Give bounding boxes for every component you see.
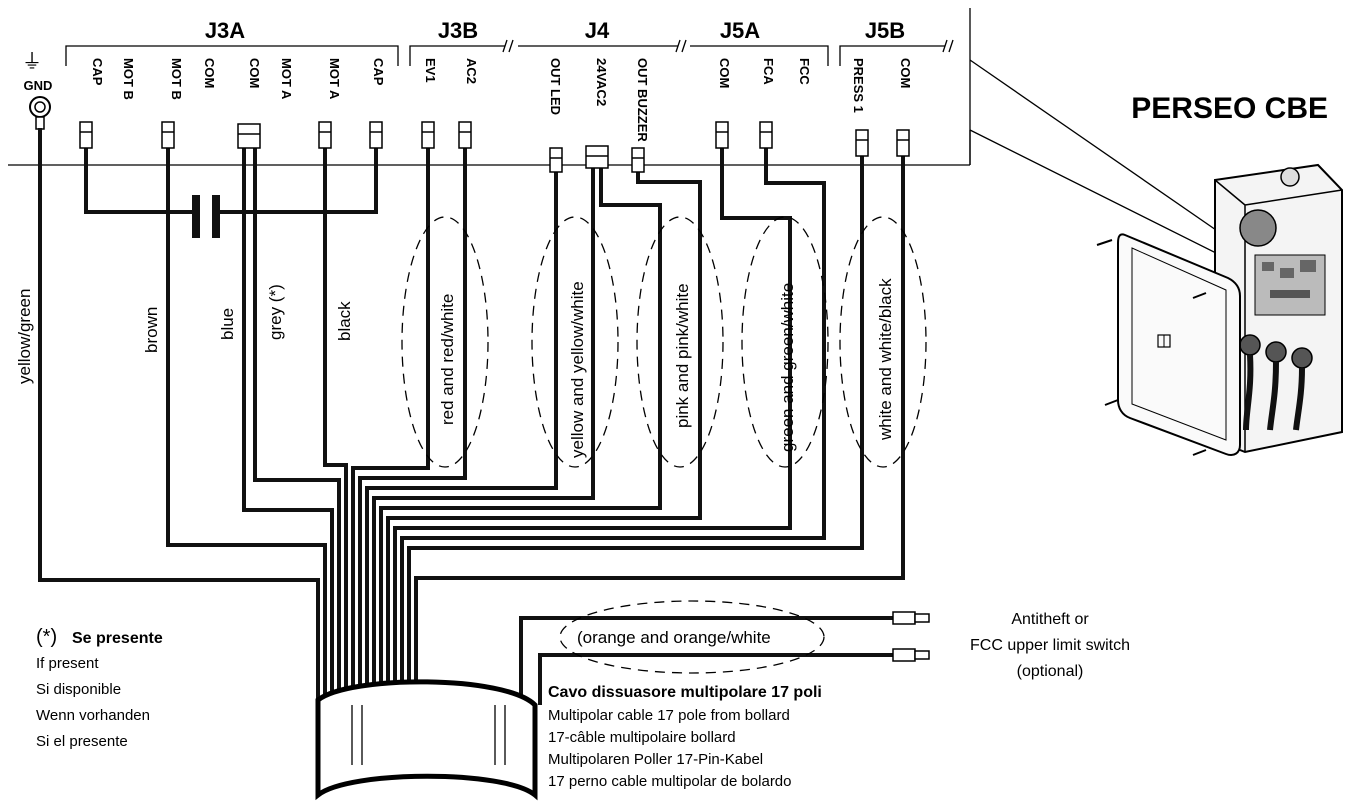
auxiliary-note: Antitheft or FCC upper limit switch (opt…: [970, 611, 1130, 680]
connector-j5b-label: J5B: [865, 18, 905, 43]
wire-label-blue: blue: [218, 308, 237, 340]
footnote-line-3: Wenn vorhanden: [36, 707, 150, 724]
pin-j3a-mot-b: MOT B: [121, 58, 136, 100]
pin-labels: CAP MOT B MOT B COM COM MOT A MOT A CAP …: [90, 58, 913, 142]
ground-terminal: ⏚ GND: [22, 49, 53, 130]
wire-label-yellow-green: yellow/green: [15, 289, 34, 384]
control-unit-illustration: [1096, 163, 1343, 456]
ground-icon: ⏚: [22, 49, 42, 73]
wire-label-pink: pink and pink/white: [673, 283, 692, 428]
connector-brackets: [65, 39, 954, 66]
wires: [38, 128, 905, 705]
footnote-line-2: Si disponible: [36, 681, 121, 698]
connector-j4-label: J4: [585, 18, 610, 43]
pin-j3b-ac2: AC2: [464, 58, 479, 84]
cable-line-2: 17-câble multipolaire bollard: [548, 729, 736, 746]
cable-head: Cavo dissuasore multipolare 17 poli: [548, 684, 822, 701]
footnote-line-1: If present: [36, 655, 99, 672]
footnote-head: Se presente: [72, 630, 163, 647]
pin-j4-out-buzzer: OUT BUZZER: [635, 58, 650, 142]
wire-label-black: black: [335, 301, 354, 341]
wire-labels: yellow/green brown blue grey (*) black r…: [15, 278, 895, 647]
pin-j5b-press1: PRESS 1: [851, 58, 866, 113]
wire-label-red: red and red/white: [438, 294, 457, 425]
wire-label-grey: grey (*): [266, 284, 285, 340]
wire-ferrules: [79, 121, 930, 662]
footnote-mark: (*): [36, 626, 57, 648]
pin-j3a-com2: COM: [247, 58, 262, 88]
cable-line-4: 17 perno cable multipolar de bolardo: [548, 773, 792, 790]
wire-label-brown: brown: [142, 307, 161, 353]
cable-line-1: Multipolar cable 17 pole from bollard: [548, 707, 790, 724]
pin-j3b-ev1: EV1: [423, 58, 438, 83]
wire-label-yellow: yellow and yellow/white: [568, 281, 587, 458]
pin-j5a-com: COM: [717, 58, 732, 88]
aux-line-2: FCC upper limit switch: [970, 637, 1130, 654]
wire-label-orange: (orange and orange/white: [577, 628, 771, 647]
aux-line-1: Antitheft or: [1011, 611, 1089, 628]
product-title: PERSEO CBE: [1131, 92, 1328, 125]
multipolar-cable: [315, 679, 538, 801]
cable-line-3: Multipolaren Poller 17-Pin-Kabel: [548, 751, 763, 768]
pin-j4-out-led: OUT LED: [548, 58, 563, 115]
pin-j3a-mot-a: MOT A: [279, 58, 294, 100]
footnote-line-4: Si el presente: [36, 733, 128, 750]
pin-j4-24vac2: 24VAC2: [594, 58, 609, 106]
cable-description: Cavo dissuasore multipolare 17 poli Mult…: [548, 684, 822, 790]
connector-j3a-label: J3A: [205, 18, 245, 43]
wire-pair-groups: [401, 216, 927, 674]
wire-label-green: green and green/white: [778, 283, 797, 452]
pin-j3a-mot-a2: MOT A: [327, 58, 342, 100]
ground-label: GND: [24, 78, 53, 93]
wire-label-white: white and white/black: [876, 278, 895, 441]
pin-j3a-mot-b2: MOT B: [169, 58, 184, 100]
aux-line-3: (optional): [1017, 663, 1084, 680]
pin-j3a-cap-b: CAP: [90, 58, 105, 86]
pin-j5b-com: COM: [898, 58, 913, 88]
connector-j3b-label: J3B: [438, 18, 478, 43]
pin-j5a-fcc: FCC: [797, 58, 812, 85]
pin-j3a-com1: COM: [202, 58, 217, 88]
pin-j5a-fca: FCA: [761, 58, 776, 85]
connector-j5a-label: J5A: [720, 18, 760, 43]
pin-j3a-cap-a: CAP: [371, 58, 386, 86]
footnote: (*) Se presente If present Si disponible…: [36, 626, 163, 750]
